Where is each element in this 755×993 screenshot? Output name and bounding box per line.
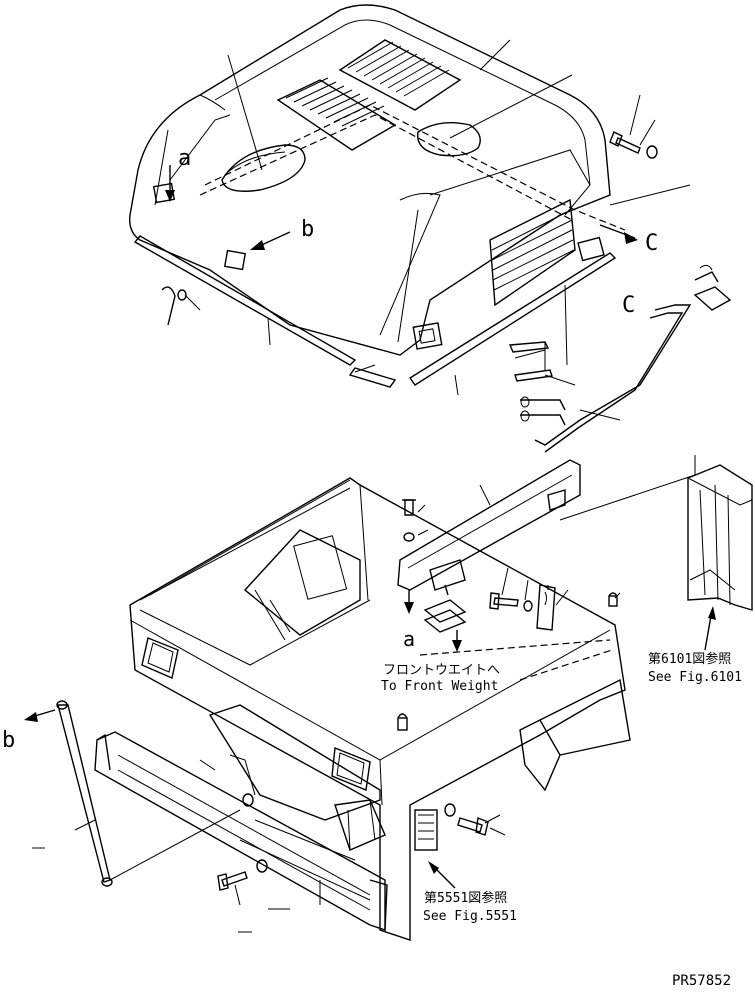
arrow-fig6101 bbox=[704, 606, 716, 651]
hood-top-vent-front bbox=[276, 77, 397, 151]
hood-seal-strips bbox=[133, 235, 617, 388]
hood-handle-left bbox=[221, 144, 306, 192]
bolt-lower-right bbox=[457, 817, 489, 836]
callout-a-top: a bbox=[178, 146, 191, 171]
front-weight-ref-en: To Front Weight bbox=[381, 679, 498, 694]
engine-hood bbox=[129, 4, 611, 356]
hood-side-grille bbox=[489, 198, 576, 307]
rail-clip bbox=[423, 599, 467, 633]
hood-hinge-clips bbox=[693, 264, 732, 311]
counterweight-bracket bbox=[414, 809, 438, 851]
arrow-a-top bbox=[165, 165, 175, 202]
rear-cover-body bbox=[129, 477, 626, 941]
bolt-center bbox=[489, 592, 533, 612]
hinge-dashed-lines bbox=[199, 104, 626, 231]
callout-c-right-top: C bbox=[645, 231, 658, 256]
drawing-number: PR57852 bbox=[672, 973, 731, 988]
hood-washer-left bbox=[177, 289, 187, 301]
arrow-a-bottom bbox=[404, 590, 414, 614]
hood-latch-boxes bbox=[152, 182, 605, 350]
arrow-b-top bbox=[250, 231, 291, 250]
hood-small-plates bbox=[508, 341, 553, 382]
arrow-front-weight bbox=[452, 630, 462, 652]
front-weight-ref-jp: フロントウエイトへ bbox=[383, 663, 500, 678]
side-block-bracket bbox=[334, 799, 386, 851]
counterweight-lower bbox=[208, 678, 631, 821]
leader-lines-bottom bbox=[32, 455, 696, 933]
bolt-rail bbox=[402, 499, 416, 542]
hood-washer-top-right bbox=[646, 145, 658, 159]
plug-right bbox=[608, 592, 618, 607]
bolt-lower-left bbox=[217, 871, 248, 891]
rear-cover-inner-panel bbox=[243, 529, 361, 641]
arrow-b-left bbox=[24, 709, 56, 722]
side-bracket-panel bbox=[94, 731, 388, 931]
callout-c-right-mid: C bbox=[622, 293, 635, 318]
hood-pin-left bbox=[161, 286, 176, 326]
fig6101-ref-jp: 第6101図参照 bbox=[648, 651, 731, 667]
washer-lower-right bbox=[444, 803, 456, 817]
fig5551-ref-jp: 第5551図参照 bbox=[424, 890, 507, 906]
latch-bracket bbox=[536, 584, 556, 631]
callout-a-bottom: a bbox=[403, 627, 415, 651]
rail-bracket bbox=[429, 559, 466, 596]
frame-beam bbox=[687, 464, 753, 611]
rear-cover-rod bbox=[56, 700, 241, 887]
plug-lower-center bbox=[397, 713, 408, 731]
hood-bolt-top-right bbox=[609, 131, 641, 154]
cover-support-rail bbox=[397, 459, 581, 591]
hood-top-vent-rear bbox=[338, 39, 462, 111]
fig5551-ref-en: See Fig.5551 bbox=[423, 909, 517, 924]
rear-cover-lamp-openings bbox=[141, 637, 371, 791]
fig6101-ref-en: See Fig.6101 bbox=[648, 670, 742, 685]
callout-b-left: b bbox=[2, 728, 15, 753]
arrow-c-top bbox=[599, 224, 638, 244]
washer-lower-left bbox=[256, 859, 268, 873]
hood-stay-rod bbox=[520, 304, 692, 453]
hood-handle-right bbox=[416, 122, 481, 157]
rear-cover-right-edge-dashed bbox=[419, 639, 613, 681]
arrow-fig5551 bbox=[428, 861, 456, 889]
callout-b-top: b bbox=[301, 217, 314, 242]
